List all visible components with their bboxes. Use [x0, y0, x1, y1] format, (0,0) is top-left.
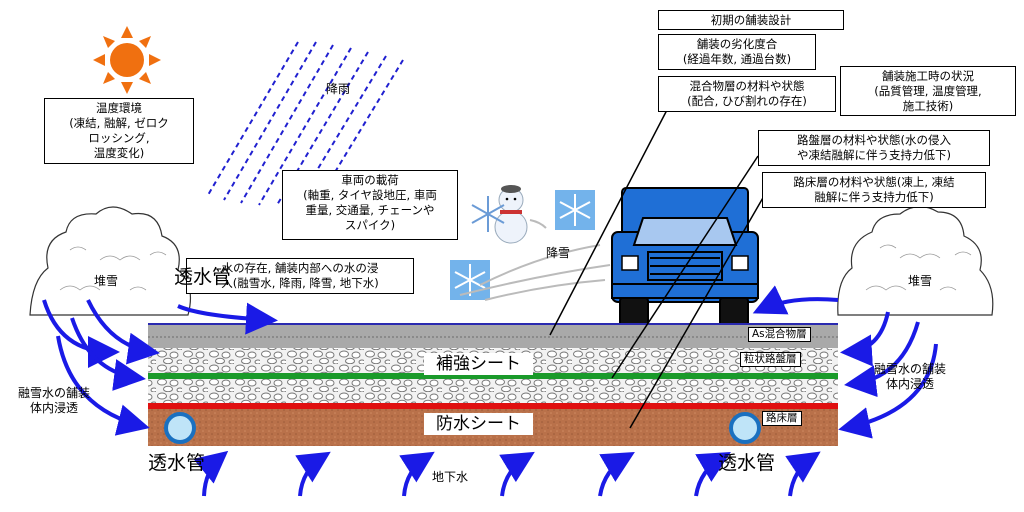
permeable-pipe-right-label: 透水管 — [718, 452, 776, 474]
pipe-icon — [164, 412, 761, 444]
subgrade-layer-label: 路床層 — [762, 411, 802, 426]
construction-box: 舗装施工時の状況 (品質管理, 温度管理, 施工技術) — [840, 66, 1016, 116]
rain-label: 降雨 — [326, 82, 351, 96]
deterioration-box: 舗装の劣化度合 (経過年数, 通過台数) — [658, 34, 816, 70]
asphalt-layer-label: As混合物層 — [748, 327, 811, 342]
snow-pile-right-label: 堆雪 — [908, 274, 933, 288]
permeable-pipe-left-label: 透水管 — [148, 452, 206, 474]
waterproof-sheet-label: 防水シート — [424, 413, 533, 435]
truck-icon — [611, 187, 759, 327]
permeable-pipe-top-label: 透水管 — [174, 266, 232, 288]
temperature-box: 温度環境 (凍結, 融解, ゼロク ロッシング, 温度変化) — [44, 98, 194, 164]
snow-pile-icon — [29, 205, 994, 316]
initial-design-box: 初期の舗装設計 — [658, 10, 844, 30]
snowfall-label: 降雪 — [546, 246, 571, 260]
mixture-box: 混合物層の材料や状態 (配合, ひび割れの存在) — [658, 76, 836, 112]
sun-icon — [93, 26, 161, 94]
meltwater-right-label: 融雪水の舗装 体内浸透 — [874, 362, 947, 391]
groundwater-label: 地下水 — [432, 470, 469, 484]
meltwater-left-label: 融雪水の舗装 体内浸透 — [18, 386, 91, 415]
vehicle-load-box: 車両の載荷 (軸重, タイヤ設地圧, 車両 重量, 交通量, チェーンや スパイ… — [282, 170, 458, 240]
subgrade-box: 路床層の材料や状態(凍上, 凍結 融解に伴う支持力低下) — [762, 172, 986, 208]
snowman-icon — [494, 185, 547, 244]
pavement-layers — [148, 323, 838, 446]
reinforcement-sheet-label: 補強シート — [424, 353, 533, 375]
base-layer-box: 路盤層の材料や状態(水の侵入 や凍結融解に伴う支持力低下) — [758, 130, 990, 166]
water-arrow-icon — [42, 285, 938, 497]
snow-pile-left-label: 堆雪 — [94, 274, 119, 288]
water-presence-box: 水の存在, 舗装内部への水の浸 入(融雪水, 降雨, 降雪, 地下水) — [186, 258, 414, 294]
granular-base-layer-label: 粒状路盤層 — [740, 352, 801, 367]
